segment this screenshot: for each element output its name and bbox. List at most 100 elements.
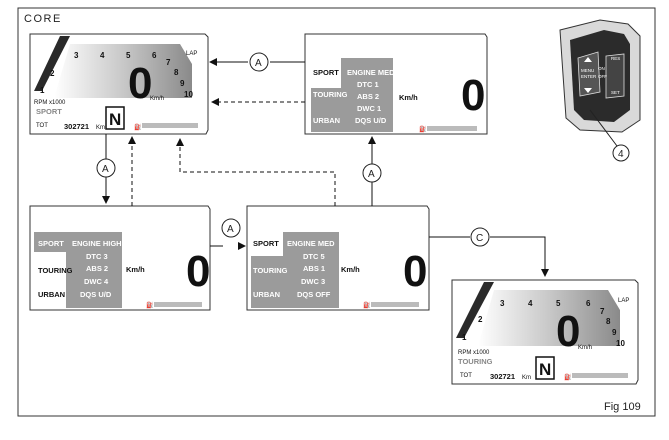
svg-text:x1000: x1000 — [49, 100, 66, 106]
svg-text:RPM: RPM — [34, 100, 47, 106]
svg-text:SPORT: SPORT — [313, 68, 339, 77]
svg-text:A: A — [368, 169, 375, 180]
svg-text:9: 9 — [180, 79, 185, 88]
svg-text:ENGINE HIGH: ENGINE HIGH — [72, 239, 122, 248]
callout-a-up — [362, 163, 382, 183]
svg-text:DWC 1: DWC 1 — [357, 104, 381, 113]
svg-text:TOURING: TOURING — [313, 90, 348, 99]
svg-text:Km/h: Km/h — [150, 96, 164, 102]
mode-title: CORE — [24, 13, 62, 25]
rev-bar — [34, 36, 70, 91]
svg-text:5: 5 — [556, 299, 561, 308]
svg-text:DTC 5: DTC 5 — [303, 252, 325, 261]
svg-text:⛽: ⛽ — [363, 301, 371, 309]
svg-text:3: 3 — [74, 51, 79, 60]
svg-text:DTC 3: DTC 3 — [86, 252, 108, 261]
svg-text:ABS 2: ABS 2 — [86, 264, 108, 273]
svg-text:A: A — [102, 164, 109, 175]
svg-text:8: 8 — [606, 317, 611, 326]
svg-text:6: 6 — [152, 51, 157, 60]
callout-c — [470, 227, 490, 247]
svg-text:DQS OFF: DQS OFF — [297, 290, 331, 299]
svg-text:Km: Km — [522, 375, 531, 381]
svg-text:1: 1 — [462, 333, 467, 342]
svg-text:TOURING: TOURING — [253, 266, 288, 275]
svg-text:LAP: LAP — [186, 51, 197, 57]
svg-text:SET: SET — [611, 90, 620, 95]
dashboard-main-sport: 2 3 4 5 6 7 8 9 10 1 0 Km/h LAP RPM x100… — [29, 33, 209, 135]
callout-a-left — [96, 158, 116, 178]
svg-text:0: 0 — [556, 307, 580, 356]
svg-text:2: 2 — [50, 69, 55, 78]
svg-text:302721: 302721 — [490, 372, 515, 381]
svg-text:N: N — [539, 360, 551, 379]
svg-text:0: 0 — [186, 247, 210, 296]
svg-text:Km/h: Km/h — [578, 345, 592, 351]
fuel-gauge — [142, 123, 198, 128]
svg-text:OFF: OFF — [598, 74, 607, 79]
callout-a-top — [249, 52, 269, 72]
svg-text:ABS 2: ABS 2 — [357, 92, 379, 101]
svg-text:x1000: x1000 — [473, 350, 490, 356]
svg-text:RES: RES — [611, 56, 620, 61]
svg-text:Km: Km — [96, 125, 105, 131]
svg-text:RPM: RPM — [458, 350, 471, 356]
svg-text:6: 6 — [586, 299, 591, 308]
riding-mode: TOURING — [458, 357, 493, 366]
svg-text:SPORT: SPORT — [253, 239, 279, 248]
menu-screen-middle: SPORT TOURING URBAN ENGINE MED DTC 5 ABS… — [246, 205, 430, 311]
svg-text:3: 3 — [500, 299, 505, 308]
menu-enter-button[interactable] — [577, 51, 601, 97]
svg-text:0: 0 — [461, 71, 485, 120]
svg-text:TOT: TOT — [460, 373, 472, 379]
svg-text:DWC 3: DWC 3 — [301, 277, 325, 286]
svg-text:0: 0 — [403, 247, 427, 296]
down-arrow-icon — [584, 88, 592, 93]
svg-text:4: 4 — [100, 51, 105, 60]
svg-text:TOT: TOT — [36, 123, 48, 129]
svg-text:7: 7 — [600, 307, 605, 316]
svg-text:ENGINE MED: ENGINE MED — [287, 239, 335, 248]
svg-text:URBAN: URBAN — [313, 116, 340, 125]
svg-text:DQS U/D: DQS U/D — [355, 116, 387, 125]
svg-text:LAP: LAP — [618, 298, 629, 304]
svg-text:Km/h: Km/h — [341, 265, 360, 274]
riding-mode: SPORT — [36, 107, 62, 116]
figure-frame — [17, 7, 656, 417]
svg-text:7: 7 — [166, 58, 171, 67]
svg-text:ON: ON — [598, 66, 605, 71]
svg-text:4: 4 — [528, 299, 533, 308]
svg-text:1: 1 — [40, 86, 45, 95]
svg-text:⛽: ⛽ — [419, 125, 427, 133]
gear-indicator: N — [109, 110, 121, 129]
svg-text:DTC 1: DTC 1 — [357, 80, 379, 89]
svg-text:TOURING: TOURING — [38, 266, 73, 275]
svg-text:URBAN: URBAN — [253, 290, 280, 299]
svg-text:⛽: ⛽ — [564, 373, 572, 381]
svg-text:9: 9 — [612, 328, 617, 337]
svg-text:Km/h: Km/h — [126, 265, 145, 274]
cruise-button[interactable] — [605, 53, 625, 99]
svg-text:ENTER: ENTER — [581, 74, 597, 79]
dashboard-main-touring: 1 2 3 4 5 6 7 8 9 10 0 Km/h LAP RPM x100… — [451, 279, 639, 385]
callout-4 — [612, 144, 630, 162]
svg-text:⛽: ⛽ — [146, 301, 154, 309]
svg-text:10: 10 — [616, 339, 625, 348]
svg-text:A: A — [255, 58, 262, 69]
rev-band — [54, 44, 192, 98]
svg-text:DQS U/D: DQS U/D — [80, 290, 112, 299]
callout-a-mid — [221, 218, 241, 238]
svg-text:10: 10 — [184, 90, 193, 99]
menu-screen-left: SPORT TOURING URBAN ENGINE HIGH DTC 3 AB… — [29, 205, 211, 311]
odometer: 302721 — [64, 122, 89, 131]
svg-text:SPORT: SPORT — [38, 239, 64, 248]
menu-screen-top: SPORT TOURING URBAN ENGINE MED DTC 1 ABS… — [304, 33, 488, 135]
svg-text:2: 2 — [478, 315, 483, 324]
svg-text:5: 5 — [126, 51, 131, 60]
svg-text:MENU: MENU — [581, 68, 594, 73]
figure-number: Fig 109 — [604, 401, 641, 413]
svg-text:4: 4 — [618, 149, 624, 160]
svg-text:ABS 1: ABS 1 — [303, 264, 325, 273]
svg-text:Km/h: Km/h — [399, 93, 418, 102]
svg-text:DWC 4: DWC 4 — [84, 277, 109, 286]
